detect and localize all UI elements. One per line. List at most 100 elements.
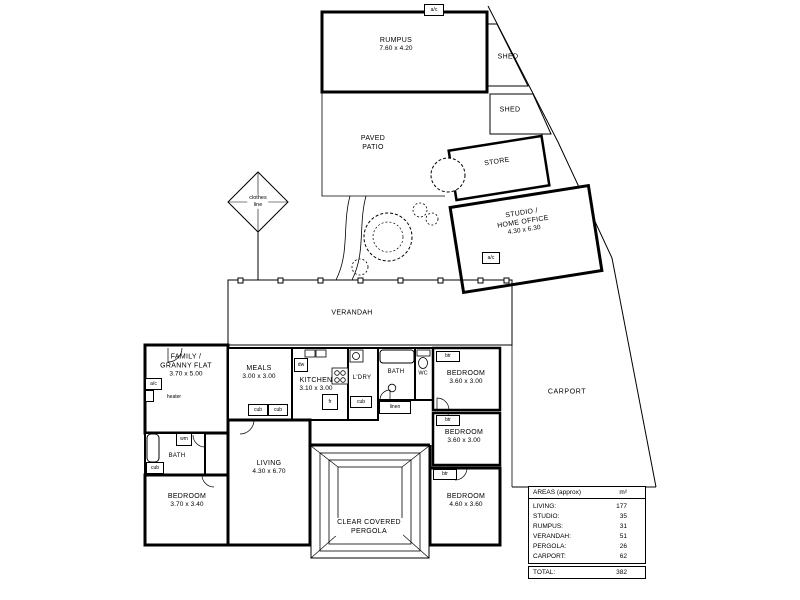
table-row: LIVING: 177 bbox=[529, 501, 645, 511]
stove-icon bbox=[331, 367, 349, 385]
room-label-pergola: CLEAR COVERED PERGOLA bbox=[335, 517, 403, 537]
areas-table-header: AREAS (approx) m² bbox=[528, 486, 646, 499]
tree-icon bbox=[351, 157, 466, 276]
room-dims: 3.60 x 3.00 bbox=[447, 437, 481, 445]
room-dims: 4.60 x 3.60 bbox=[449, 501, 483, 509]
built-in-robe: btr bbox=[436, 351, 460, 362]
room-dims: 3.70 x 3.40 bbox=[170, 501, 204, 509]
room-label-bed3: BEDROOM 4.60 x 3.60 bbox=[447, 492, 485, 510]
built-in-robe: btr bbox=[433, 469, 457, 480]
heater-label: heater bbox=[166, 394, 182, 400]
bathtub-icon bbox=[146, 433, 160, 463]
room-name: RUMPUS bbox=[379, 37, 413, 45]
room-label-verandah: VERANDAH bbox=[331, 309, 373, 317]
table-row: STUDIO: 35 bbox=[529, 511, 645, 521]
patio-outline bbox=[321, 92, 445, 197]
dishwasher: dw bbox=[294, 358, 308, 372]
room-name: PAVED bbox=[360, 134, 386, 142]
verandah-outline bbox=[227, 279, 513, 346]
room-dims: 3.70 x 5.00 bbox=[169, 370, 203, 378]
table-row: VERANDAH: 51 bbox=[529, 531, 645, 541]
room-name: BEDROOM bbox=[446, 493, 486, 501]
row-value: 51 bbox=[619, 532, 627, 540]
fridge: fr bbox=[322, 394, 338, 410]
row-value: 177 bbox=[616, 502, 627, 510]
room-dims: 3.10 x 3.00 bbox=[299, 385, 333, 393]
room-dims: 4.30 x 6.70 bbox=[252, 468, 286, 476]
room-label-bath-left: BATH bbox=[168, 453, 186, 460]
row-label: PERGOLA: bbox=[533, 542, 567, 550]
studio-walls bbox=[448, 183, 604, 295]
bathtub-icon bbox=[379, 349, 415, 364]
row-label: LIVING: bbox=[533, 502, 557, 510]
row-value: 62 bbox=[619, 552, 627, 560]
cupboard: cub bbox=[248, 404, 268, 416]
areas-header-label: AREAS (approx) bbox=[533, 489, 582, 496]
room-label-shed-upper: SHED bbox=[497, 53, 519, 61]
rumpus-walls bbox=[320, 10, 489, 94]
total-label: TOTAL: bbox=[533, 569, 556, 576]
room-label-wc: WC bbox=[418, 370, 428, 377]
room-label-rumpus: RUMPUS 7.60 x 4.20 bbox=[379, 36, 412, 54]
ac-unit: a/c bbox=[145, 378, 162, 390]
verandah-posts bbox=[237, 277, 510, 284]
room-label-bed1: BEDROOM 3.60 x 3.00 bbox=[447, 369, 485, 387]
fixture-symbols bbox=[146, 349, 431, 463]
toilet-icon bbox=[418, 357, 428, 369]
room-name: GRANNY FLAT bbox=[160, 362, 212, 370]
room-label-meals: MEALS 3.00 x 3.00 bbox=[242, 364, 275, 382]
row-value: 26 bbox=[619, 542, 627, 550]
sink-icon bbox=[304, 349, 316, 358]
room-label-bed2: BEDROOM 3.60 x 3.00 bbox=[445, 428, 483, 446]
room-label-kitchen: KITCHEN 3.10 x 3.00 bbox=[299, 376, 332, 394]
room-name: PATIO bbox=[362, 144, 384, 151]
cupboard: cub bbox=[268, 404, 288, 416]
room-name: BEDROOM bbox=[444, 429, 484, 437]
clothes-word: line bbox=[253, 202, 263, 208]
basin-icon bbox=[387, 383, 397, 393]
row-value: 35 bbox=[619, 512, 627, 520]
areas-table-total: TOTAL: 382 bbox=[528, 566, 646, 579]
built-in-robe: btr bbox=[436, 415, 460, 426]
clothes-line-label: clothes line bbox=[247, 194, 269, 210]
store-walls bbox=[447, 134, 551, 202]
row-label: STUDIO: bbox=[533, 512, 560, 520]
clothes-word: clothes bbox=[249, 194, 267, 201]
room-dims: 7.60 x 4.20 bbox=[379, 45, 413, 53]
room-name: BEDROOM bbox=[167, 493, 207, 501]
bed1-walls bbox=[431, 346, 502, 412]
room-name: LIVING bbox=[256, 460, 282, 468]
ac-unit: a/c bbox=[482, 252, 500, 264]
areas-table: AREAS (approx) m² LIVING: 177 STUDIO: 35… bbox=[528, 486, 646, 579]
areas-table-body: LIVING: 177 STUDIO: 35 RUMPUS: 31 VERAND… bbox=[528, 499, 646, 564]
room-label-living: LIVING 4.30 x 6.70 bbox=[252, 459, 285, 477]
pergola-outline bbox=[310, 445, 430, 559]
room-name: CLEAR COVERED bbox=[337, 518, 401, 526]
ac-unit: a/c bbox=[424, 4, 444, 16]
room-name: MEALS bbox=[246, 365, 272, 373]
room-name: PERGOLA bbox=[351, 528, 387, 535]
row-value: 31 bbox=[619, 522, 627, 530]
room-label-patio: PAVED PATIO bbox=[361, 134, 385, 152]
areas-header-unit: m² bbox=[619, 489, 627, 496]
table-row: CARPORT: 62 bbox=[529, 551, 645, 561]
table-row: RUMPUS: 31 bbox=[529, 521, 645, 531]
row-label: RUMPUS: bbox=[533, 522, 563, 530]
shed-lower-outline bbox=[489, 93, 552, 135]
cupboard: cub bbox=[146, 462, 164, 474]
table-row: PERGOLA: 26 bbox=[529, 541, 645, 551]
row-label: CARPORT: bbox=[533, 552, 566, 560]
living-walls bbox=[226, 418, 312, 547]
room-name: FAMILY / bbox=[170, 353, 202, 361]
washing-machine: wm bbox=[176, 433, 192, 446]
room-name: KITCHEN bbox=[299, 377, 333, 385]
room-label-laundry: L'DRY bbox=[352, 375, 372, 382]
room-label-family: FAMILY / GRANNY FLAT 3.70 x 5.00 bbox=[160, 353, 212, 380]
room-label-bed-left: BEDROOM 3.70 x 3.40 bbox=[168, 492, 206, 510]
cistern-icon bbox=[416, 349, 431, 357]
linen-press: linen bbox=[379, 401, 411, 414]
sink-icon bbox=[315, 349, 327, 358]
heater-unit bbox=[145, 390, 154, 402]
